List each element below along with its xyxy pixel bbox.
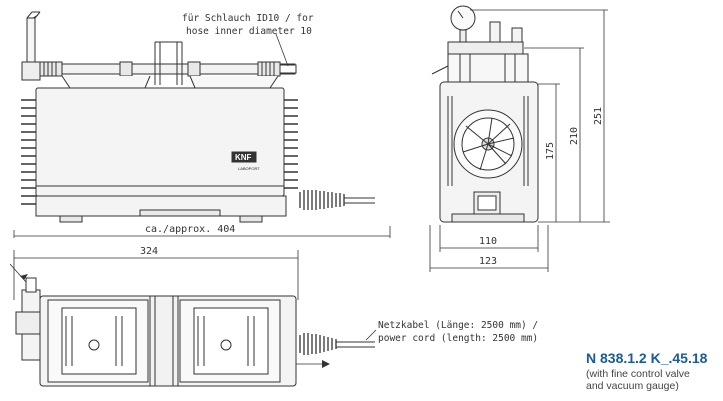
brand-logo: KNF	[235, 153, 252, 162]
dim-110: 110	[479, 236, 497, 247]
brand-label: LABOPORT	[238, 166, 260, 171]
hose-note-line1: für Schlauch ID10 / for	[182, 13, 314, 24]
dim-210: 210	[569, 127, 580, 145]
side-view	[431, 5, 539, 223]
hose-note-line2: hose inner diameter 10	[186, 26, 312, 37]
outlet-arrow-icon	[322, 360, 330, 368]
dim-approx-404: ca./approx. 404	[145, 224, 235, 235]
dim-324: 324	[140, 246, 158, 257]
cord-note-line2: power cord (length: 2500 mm)	[378, 333, 538, 344]
product-model: N 838.1.2 K_.45.18	[586, 350, 708, 366]
dim-175: 175	[545, 142, 556, 160]
front-view	[21, 11, 375, 223]
product-note-line1: (with fine control valve	[586, 368, 690, 380]
dim-123: 123	[479, 256, 497, 267]
dim-251: 251	[593, 107, 604, 125]
cord-note-line1: Netzkabel (Länge: 2500 mm) /	[378, 320, 538, 331]
dimension-lines	[9, 9, 610, 365]
top-view	[15, 277, 375, 387]
inlet-arrow-icon	[20, 274, 28, 280]
product-note-line2: and vacuum gauge)	[586, 380, 679, 392]
